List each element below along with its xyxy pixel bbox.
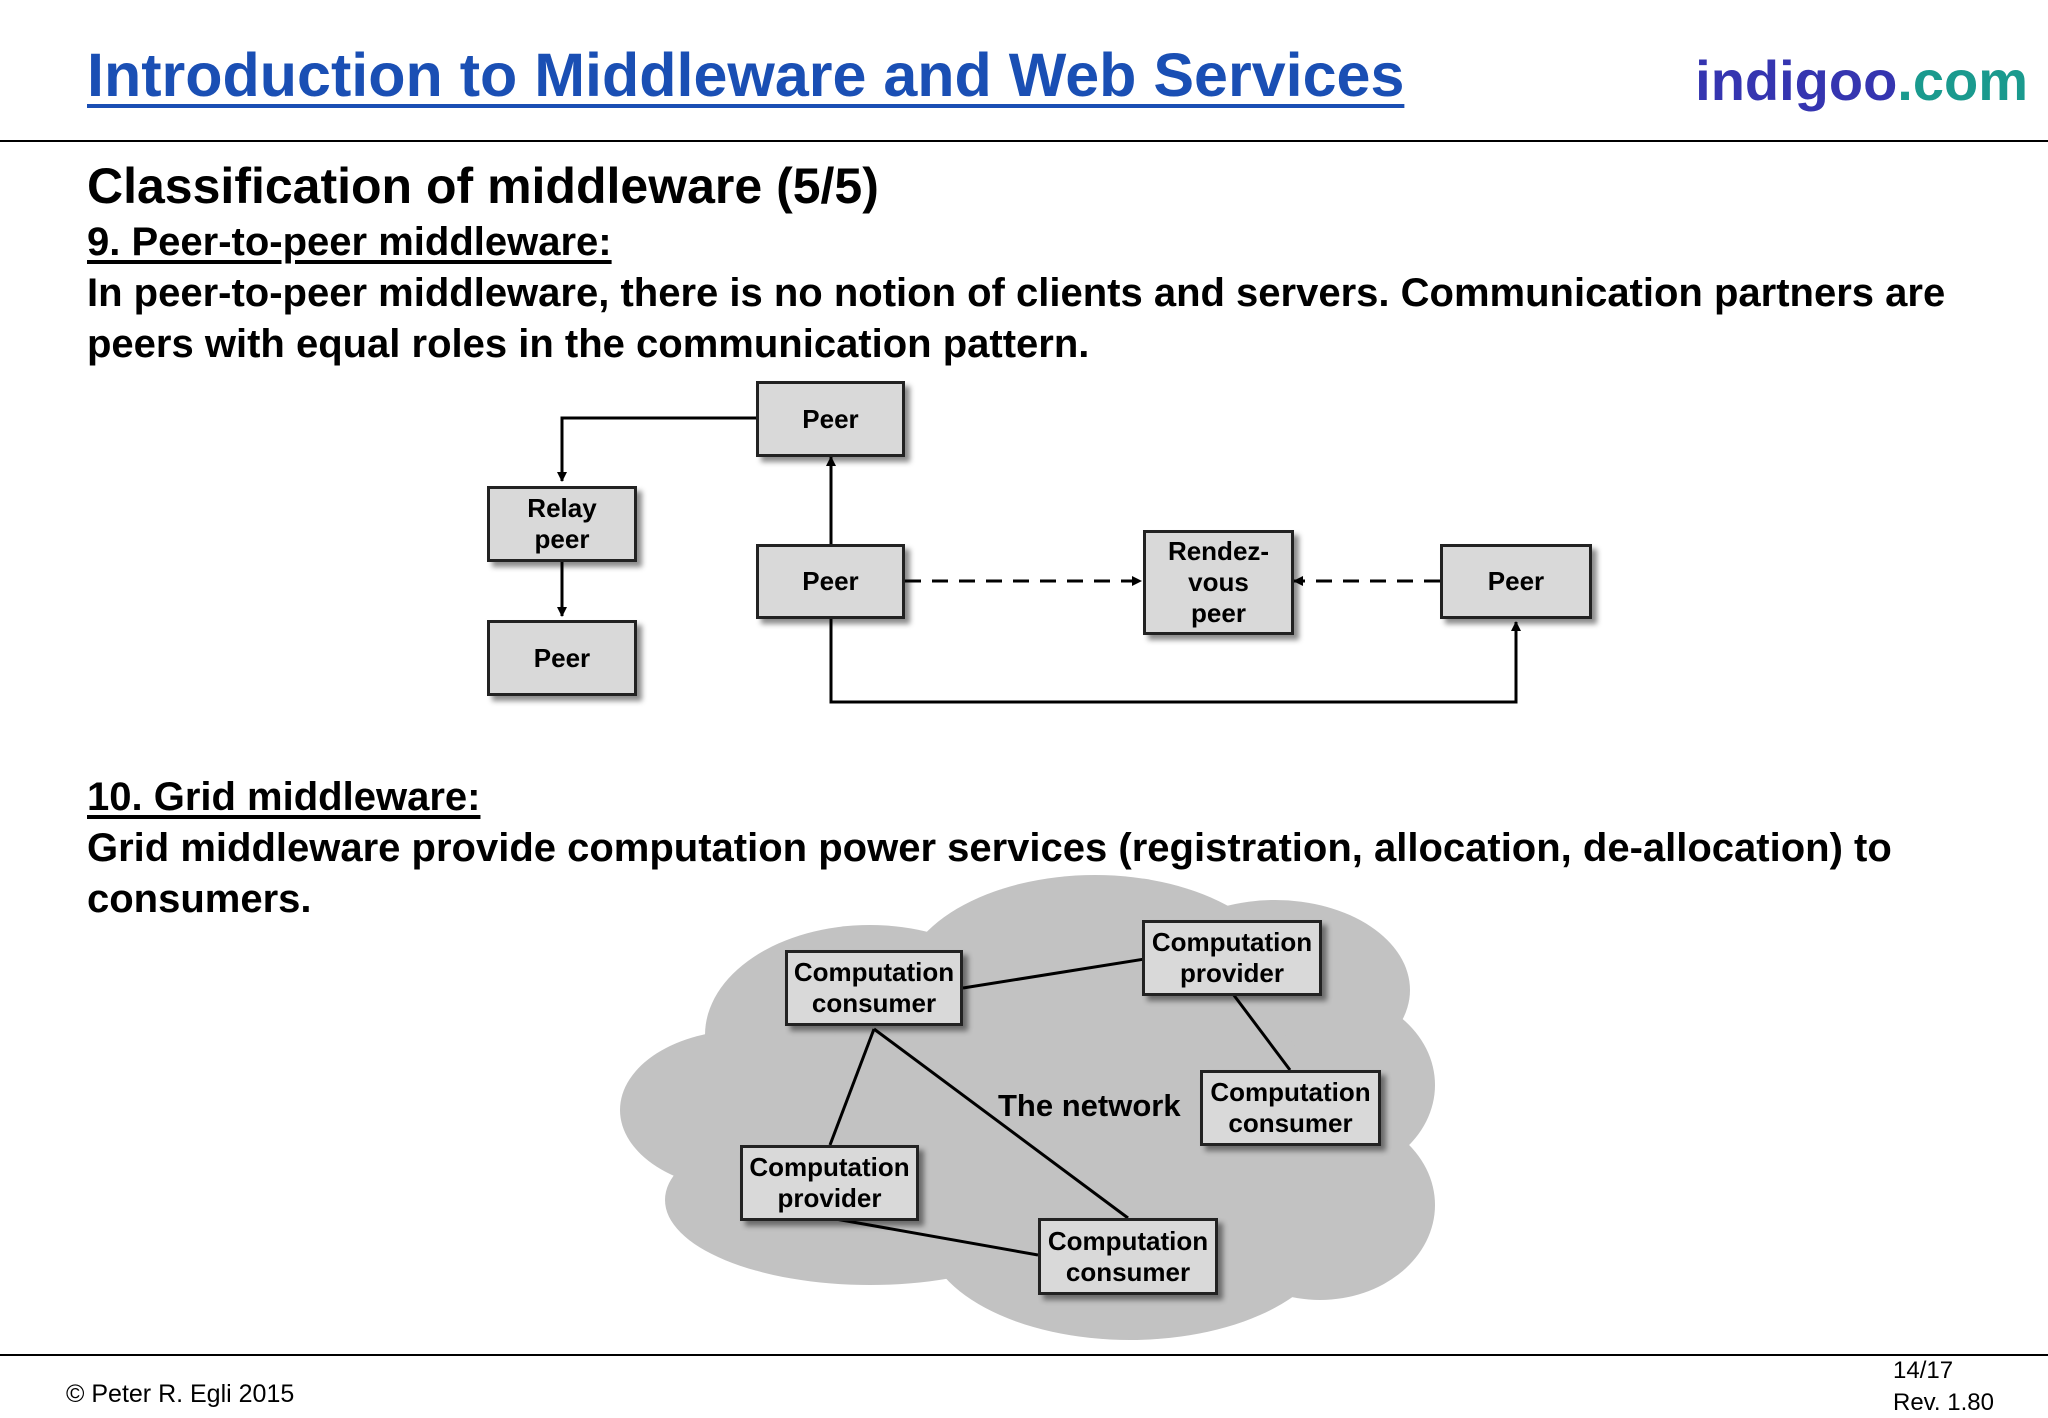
brand-logo: indigoo.com (1695, 48, 2028, 113)
link-peer-center-right (829, 619, 1521, 704)
slide-title: Classification of middleware (5/5) (87, 158, 879, 214)
copyright-notice: © Peter R. Egli 2015 (66, 1380, 295, 1408)
node-computation-provider-left: Computation provider (740, 1145, 919, 1221)
node-computation-consumer-right: Computation consumer (1200, 1070, 1381, 1146)
link-consumer-provider-top (962, 957, 1146, 990)
node-computation-consumer-top-left: Computation consumer (785, 950, 963, 1026)
section-text-grid: Grid middleware provide computation powe… (87, 826, 1892, 921)
node-rendezvous-peer: Rendez- vous peer (1143, 530, 1294, 635)
revision-label: Rev. 1.80 (1893, 1389, 1994, 1416)
network-label: The network (998, 1088, 1181, 1123)
node-relay-peer: Relay peer (487, 486, 637, 562)
node-peer-right: Peer (1440, 544, 1592, 619)
node-peer-center: Peer (756, 544, 905, 619)
link-provider-consumer-bottom (829, 1216, 1039, 1257)
node-computation-consumer-bottom: Computation consumer (1038, 1218, 1218, 1295)
node-peer-bottom-left: Peer (487, 620, 637, 696)
brand-domain: .com (1897, 49, 2028, 112)
node-peer-top: Peer (756, 381, 905, 457)
link-peer-top-relay (557, 416, 756, 482)
footer-divider (0, 1354, 2048, 1356)
link-provider-consumer-right (1231, 993, 1292, 1071)
section-text-p2p: In peer-to-peer middleware, there is no … (87, 271, 1946, 366)
brand-name: indigoo (1695, 49, 1898, 112)
header-divider (0, 140, 2048, 142)
page-number: 14/17 (1893, 1357, 1954, 1384)
link-consumer-consumer-bottom (873, 1027, 1129, 1220)
node-computation-provider-top-right: Computation provider (1142, 920, 1322, 996)
presentation-title: Introduction to Middleware and Web Servi… (87, 41, 1405, 109)
section-heading-p2p: 9. Peer-to-peer middleware: (87, 220, 612, 264)
section-heading-grid: 10. Grid middleware: (87, 775, 481, 819)
link-consumer-provider-left (828, 1028, 876, 1146)
